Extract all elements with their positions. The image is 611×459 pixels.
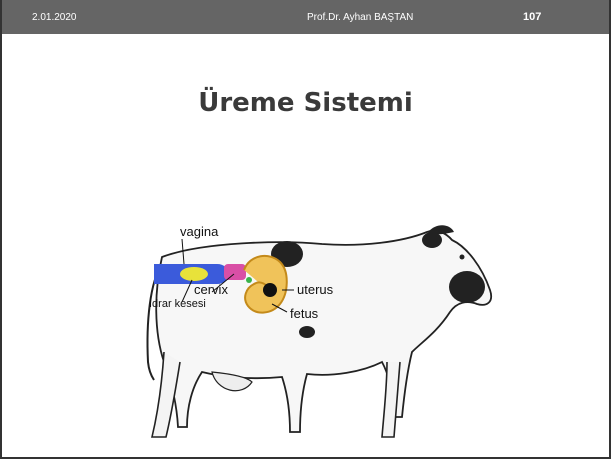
- organ-green-mark: [246, 277, 252, 283]
- organ-bladder: [180, 267, 208, 281]
- label-fetus: fetus: [290, 306, 319, 321]
- cow-body-outline: [156, 231, 491, 432]
- cow-spot: [422, 232, 442, 248]
- label-cervix: cervix: [194, 282, 228, 297]
- cow-eye: [460, 255, 465, 260]
- slide-header-bar: 2.01.2020 Prof.Dr. Ayhan BAŞTAN 107: [2, 0, 609, 34]
- label-bladder: İdrar kesesi: [149, 297, 206, 310]
- organ-fetus: [263, 283, 277, 297]
- slide-author: Prof.Dr. Ayhan BAŞTAN: [307, 12, 413, 23]
- label-uterus: uterus: [297, 282, 334, 297]
- cow-reproductive-figure: vagina cervix İdrar kesesi uterus fetus: [132, 212, 502, 447]
- cow-front-leg: [382, 362, 400, 437]
- cow-ear: [428, 225, 454, 234]
- slide-date: 2.01.2020: [32, 12, 77, 23]
- cow-spot: [449, 271, 485, 303]
- label-vagina: vagina: [180, 224, 219, 239]
- slide-page-number: 107: [523, 11, 541, 23]
- slide-title: Üreme Sistemi: [2, 88, 609, 118]
- cow-illustration: vagina cervix İdrar kesesi uterus fetus: [132, 212, 502, 447]
- cow-spot: [299, 326, 315, 338]
- organ-cervix: [224, 264, 246, 280]
